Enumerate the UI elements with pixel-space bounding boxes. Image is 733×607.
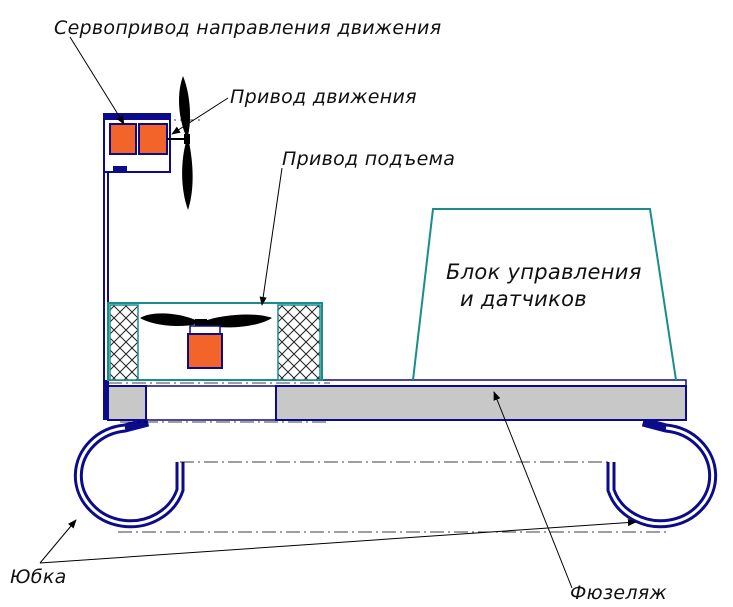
housing-bracket [113,166,127,172]
leader-lift [259,167,283,306]
deck-left-block [107,385,147,421]
leader-lines [39,36,637,589]
lift-blade-left [140,313,198,326]
leader-skirt-left [39,519,77,564]
leader-skirt-right [39,518,637,564]
leader-drive [171,97,229,135]
lift-motor [187,333,223,369]
mast [103,118,109,420]
housing-top [104,114,170,120]
lift-hub [195,319,207,326]
duct-wall-left [109,304,139,381]
propeller-blade-upper [179,76,191,136]
skirt-right-inner [609,426,715,526]
leader-servo [69,36,125,125]
label-skirt: Юбка [10,566,67,588]
control-unit [412,208,677,381]
drive-housing [103,113,188,173]
propeller-hub [184,134,190,144]
skirt-left-inner [76,426,182,526]
label-fuselage: Фюзеляж [570,582,667,604]
lift-fan [140,313,272,369]
servo-motor [109,123,137,155]
lift-blade-right [204,314,272,328]
label-control-unit-line2: и датчиков [460,287,587,311]
label-servo-steering: Сервопривод направления движения [54,17,441,39]
label-control-unit-line1: Блок управления [446,260,642,284]
drive-motor [138,123,168,155]
label-drive-lift: Привод подъема [282,148,455,170]
skirt [73,417,718,529]
duct-wall-right [277,304,321,381]
fuselage [107,379,687,421]
lift-duct [107,302,323,381]
leader-fuselage [493,391,573,589]
mast-pole-inner [105,130,107,380]
deck-main-block [275,385,687,421]
propeller-blade-lower [182,142,193,210]
control-unit-outline [412,208,677,381]
drive-propeller [179,76,193,210]
label-drive-motion: Привод движения [230,86,417,108]
lift-shaft-housing [189,325,221,335]
